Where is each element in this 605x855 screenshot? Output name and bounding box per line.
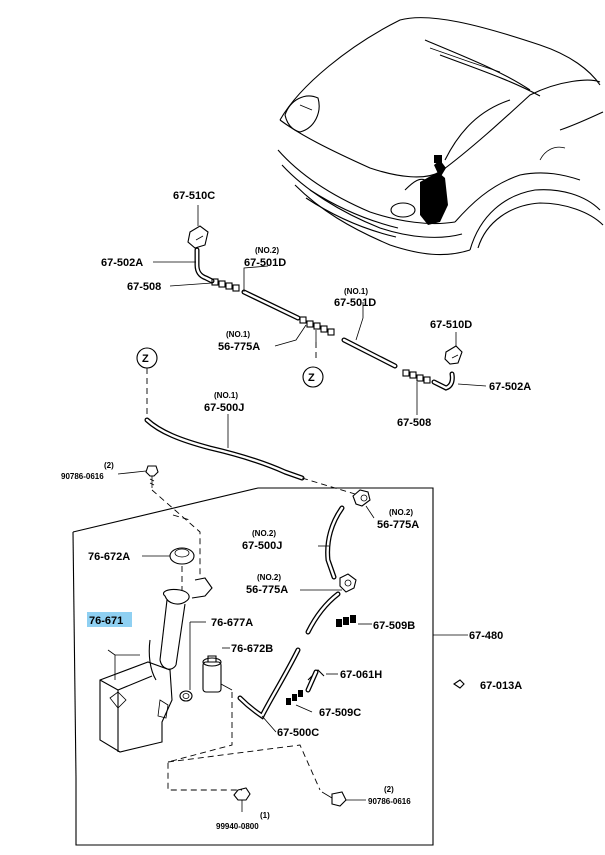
label-qty-nut: (1)	[260, 811, 270, 820]
label-90786-0616-bottom: 90786-0616	[368, 797, 411, 806]
hose-67-502a-right	[431, 371, 455, 391]
hose-67-501d-no2	[241, 289, 301, 321]
label-76-672b: 76-672B	[231, 643, 273, 655]
clip-67-509c	[286, 690, 313, 713]
nozzle-67-510c	[187, 225, 209, 249]
label-no1-top: (NO.1)	[344, 287, 368, 296]
label-67-501d-right: 67-501D	[334, 297, 376, 309]
clip-67-013a	[453, 679, 465, 689]
nut-99940-0800	[233, 787, 251, 812]
label-67-508-left: 67-508	[127, 281, 161, 293]
labels: 67-510C 67-502A 67-508 (NO.2) 67-501D (N…	[61, 190, 531, 831]
label-56-775a-top: 56-775A	[218, 341, 260, 353]
label-56-775a-box-right: 56-775A	[377, 519, 419, 531]
clip-67-509b	[336, 615, 372, 627]
label-76-672a: 76-672A	[88, 551, 130, 563]
label-67-509c: 67-509C	[319, 707, 361, 719]
label-76-671: 76-671	[89, 615, 123, 627]
bolt-90786-0616-bottom	[321, 791, 366, 807]
label-67-502a-left: 67-502A	[101, 257, 143, 269]
joint-56-775a	[274, 316, 335, 362]
label-67-500c: 67-500C	[277, 727, 319, 739]
connector-67-508-right	[402, 369, 431, 384]
hose-67-501d-no1	[341, 337, 398, 369]
dashed-guide-lines	[151, 489, 321, 791]
label-qty-bolt-bottom: (2)	[384, 785, 394, 794]
label-67-061h: 67-061H	[340, 669, 382, 681]
grommet-76-677a	[179, 621, 206, 702]
label-z-mid: Z	[308, 372, 315, 384]
label-67-500j-top: 67-500J	[204, 402, 244, 414]
box-67-480	[72, 487, 468, 846]
connector-67-061h	[305, 669, 338, 693]
pump-76-672b	[202, 647, 233, 693]
label-67-500j-box: 67-500J	[242, 540, 282, 552]
label-qty-bolt-top: (2)	[104, 461, 114, 470]
leader-lines-upper	[153, 205, 487, 415]
label-67-480: 67-480	[469, 630, 503, 642]
hose-67-500j-no2	[318, 505, 345, 580]
label-76-677a: 76-677A	[211, 617, 253, 629]
car-illustration	[277, 17, 604, 256]
hose-67-500c	[237, 591, 341, 733]
label-67-502a-right: 67-502A	[489, 381, 531, 393]
connector-67-508-left	[211, 278, 240, 292]
label-no2-box-right: (NO.2)	[389, 508, 413, 517]
tank-76-671	[99, 649, 173, 753]
label-99940-0800: 99940-0800	[216, 822, 259, 831]
joint-56-775a-box	[352, 489, 375, 519]
label-56-775a-box-joint: 56-775A	[246, 584, 288, 596]
highlight-76-671	[87, 612, 132, 627]
label-no2-box-hose: (NO.2)	[252, 529, 276, 538]
label-z-left: Z	[142, 353, 149, 365]
hose-67-502a-left	[194, 247, 215, 284]
label-67-509b: 67-509B	[373, 620, 415, 632]
nozzle-67-510d	[444, 345, 463, 365]
label-67-501d-left: 67-501D	[244, 257, 286, 269]
label-67-510d: 67-510D	[430, 319, 472, 331]
label-no1-hose: (NO.1)	[214, 391, 238, 400]
label-67-013a: 67-013A	[480, 680, 522, 692]
label-90786-0616-top: 90786-0616	[61, 472, 104, 481]
z-marker-mid	[302, 366, 324, 388]
filler-neck	[148, 577, 213, 681]
cap-76-672a	[142, 547, 195, 565]
label-no1-joint: (NO.1)	[226, 330, 250, 339]
label-67-508-right: 67-508	[397, 417, 431, 429]
label-67-510c: 67-510C	[173, 190, 215, 202]
label-no2-box-joint: (NO.2)	[257, 573, 281, 582]
label-no2-top: (NO.2)	[255, 246, 279, 255]
bolt-90786-0616-top	[117, 465, 159, 488]
joint-56-775a-no2	[300, 573, 357, 593]
hose-67-500j-no1	[144, 368, 356, 495]
